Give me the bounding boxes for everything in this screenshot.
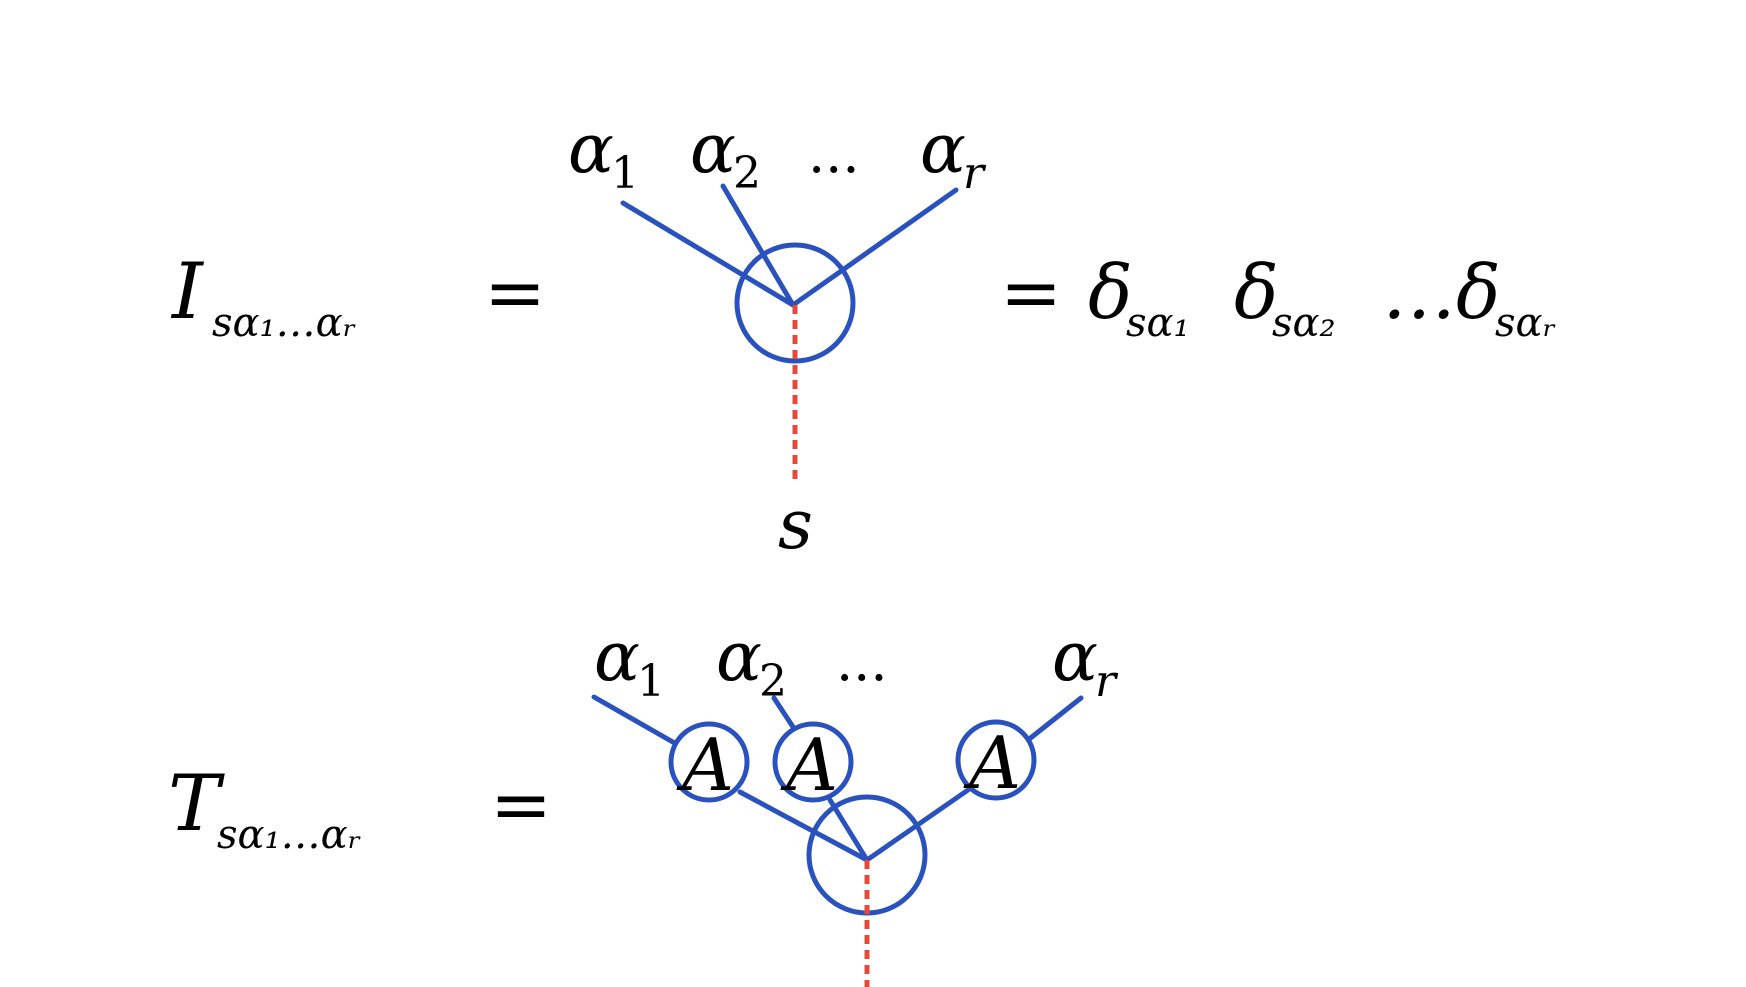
label-alpha-r-sub: r bbox=[963, 148, 987, 199]
a-node-2: A bbox=[772, 721, 854, 807]
a-node-1: A bbox=[668, 721, 750, 807]
lhs-t-equals: = bbox=[490, 762, 552, 848]
label-alpha-1: α bbox=[594, 618, 640, 697]
rhs-equals: = bbox=[1000, 250, 1062, 336]
leg-alpha-2 bbox=[720, 183, 796, 308]
label-alpha-2-sub: 2 bbox=[733, 148, 761, 199]
leg-alpha-2 bbox=[771, 695, 798, 733]
equation-identity: I sα₁…αᵣ = α 1 α 2 ... α r s = δ sα₁ δ s… bbox=[170, 110, 1556, 565]
label-alpha-2: α bbox=[690, 110, 736, 189]
label-alpha-r: α bbox=[920, 110, 966, 189]
a-node-label: A bbox=[780, 723, 838, 807]
leg-alpha-1 bbox=[620, 200, 796, 308]
a-node-circle bbox=[772, 721, 854, 803]
lhs-t-symbol: T bbox=[168, 759, 225, 849]
label-dots: ... bbox=[836, 630, 888, 693]
label-alpha-2: α bbox=[716, 618, 762, 697]
leg-alpha-r bbox=[1025, 695, 1084, 743]
rhs-delta-r-sub: sαᵣ bbox=[1495, 300, 1556, 346]
a-node-circle bbox=[955, 719, 1037, 801]
lhs-i-symbol: I bbox=[170, 247, 205, 337]
label-alpha-r-sub: r bbox=[1095, 656, 1119, 707]
a-node-label: A bbox=[963, 721, 1021, 805]
rhs-delta-r: …δ bbox=[1382, 250, 1501, 336]
lhs-i-equals: = bbox=[484, 250, 546, 336]
equation-tensor: T sα₁…αᵣ = α 1 α 2 ... α r A A A bbox=[168, 618, 1119, 987]
rhs-delta-2: δ bbox=[1234, 250, 1279, 336]
label-alpha-1-sub: 1 bbox=[637, 656, 665, 707]
a-node-label: A bbox=[676, 723, 734, 807]
lhs-i-subscript: sα₁…αᵣ bbox=[212, 300, 356, 346]
leg-alpha-1 bbox=[591, 694, 681, 748]
label-alpha-1: α bbox=[568, 110, 614, 189]
label-s: s bbox=[778, 486, 813, 565]
a-node-r: A bbox=[955, 719, 1037, 805]
rhs-delta-1: δ bbox=[1088, 250, 1133, 336]
lhs-t-subscript: sα₁…αᵣ bbox=[217, 812, 361, 858]
bond-a1-center bbox=[737, 789, 870, 863]
label-dots: ... bbox=[808, 122, 860, 185]
a-node-circle bbox=[668, 721, 750, 803]
rhs-delta-1-sub: sα₁ bbox=[1126, 300, 1190, 346]
bond-a2-center bbox=[827, 797, 870, 863]
identity-circle bbox=[734, 242, 856, 364]
label-alpha-1-sub: 1 bbox=[611, 148, 639, 199]
rhs-delta-2-sub: sα₂ bbox=[1272, 300, 1336, 346]
label-alpha-r: α bbox=[1052, 618, 1098, 697]
identity-node bbox=[620, 183, 959, 480]
leg-alpha-r bbox=[790, 187, 959, 308]
